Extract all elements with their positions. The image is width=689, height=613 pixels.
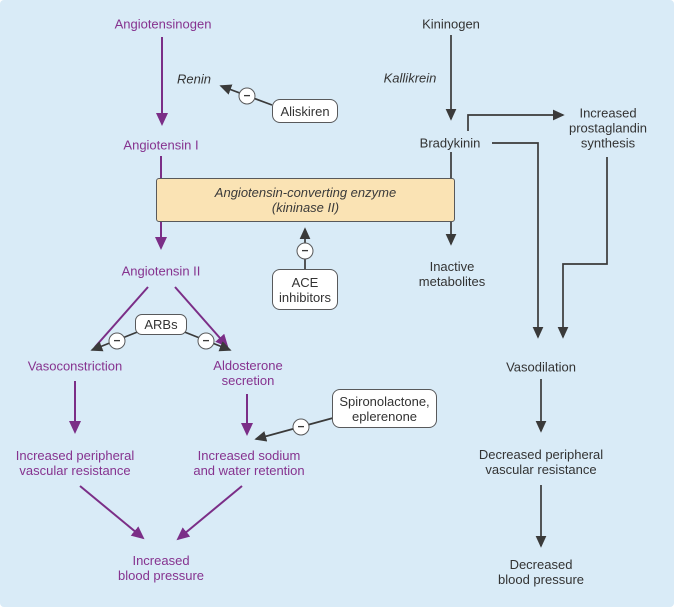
- arrow-bradykinin-to-vasodilation: [492, 142, 544, 339]
- minus-glyph: −: [301, 243, 309, 258]
- label-angiotensin-ii: Angiotensin II: [121, 263, 201, 279]
- minus-icon: −: [292, 418, 310, 436]
- spironolactone-box: Spironolactone, eplerenone: [332, 389, 437, 428]
- minus-glyph: −: [297, 419, 305, 434]
- minus-icon: −: [108, 332, 126, 350]
- line-angiotensin-ii-to-vasoconstriction: [94, 286, 149, 348]
- arrow-increased-peripheral-to-increased-bp: [79, 485, 145, 540]
- label-bradykinin: Bradykinin: [419, 135, 481, 151]
- arbs-box: ARBs: [135, 314, 187, 335]
- label-increased-sodium: Increased sodium and water retention: [193, 448, 305, 478]
- label-angiotensin-i: Angiotensin I: [123, 137, 199, 153]
- label-increased-bp: Increased blood pressure: [118, 553, 204, 583]
- label-kininogen: Kininogen: [422, 16, 480, 32]
- minus-icon: −: [197, 332, 215, 350]
- minus-glyph: −: [243, 88, 251, 103]
- minus-glyph: −: [202, 333, 210, 348]
- label-aldosterone-secretion: Aldosterone secretion: [213, 358, 283, 388]
- label-vasodilation: Vasodilation: [506, 359, 576, 375]
- minus-icon: −: [296, 242, 314, 260]
- minus-icon: −: [238, 87, 256, 105]
- arrow-bradykinin-to-prostaglandin: [467, 109, 565, 131]
- label-kallikrein: Kallikrein: [383, 70, 437, 86]
- label-decreased-bp: Decreased blood pressure: [498, 557, 584, 587]
- label-inactive-metabolites: Inactive metabolites: [418, 259, 486, 289]
- label-decreased-peripheral: Decreased peripheral vascular resistance: [478, 447, 604, 477]
- arrow-increased-sodium-to-increased-bp: [176, 485, 243, 541]
- label-renin: Renin: [177, 71, 211, 87]
- label-increased-prostaglandin: Increased prostaglandin synthesis: [568, 105, 648, 151]
- ace-enzyme-box: Angiotensin-converting enzyme (kininase …: [156, 178, 455, 222]
- label-increased-peripheral: Increased peripheral vascular resistance: [15, 448, 135, 478]
- label-angiotensinogen: Angiotensinogen: [114, 16, 212, 32]
- label-vasoconstriction: Vasoconstriction: [27, 358, 123, 374]
- aliskiren-box: Aliskiren: [272, 99, 338, 123]
- purple-arrows-group: [69, 37, 253, 541]
- minus-glyph: −: [113, 333, 121, 348]
- arrow-angiotensin-ii-to-aldosterone: [174, 286, 229, 348]
- arrow-prostaglandin-to-vasodilation: [557, 157, 608, 339]
- ace-inhibitors-box: ACE inhibitors: [272, 269, 338, 310]
